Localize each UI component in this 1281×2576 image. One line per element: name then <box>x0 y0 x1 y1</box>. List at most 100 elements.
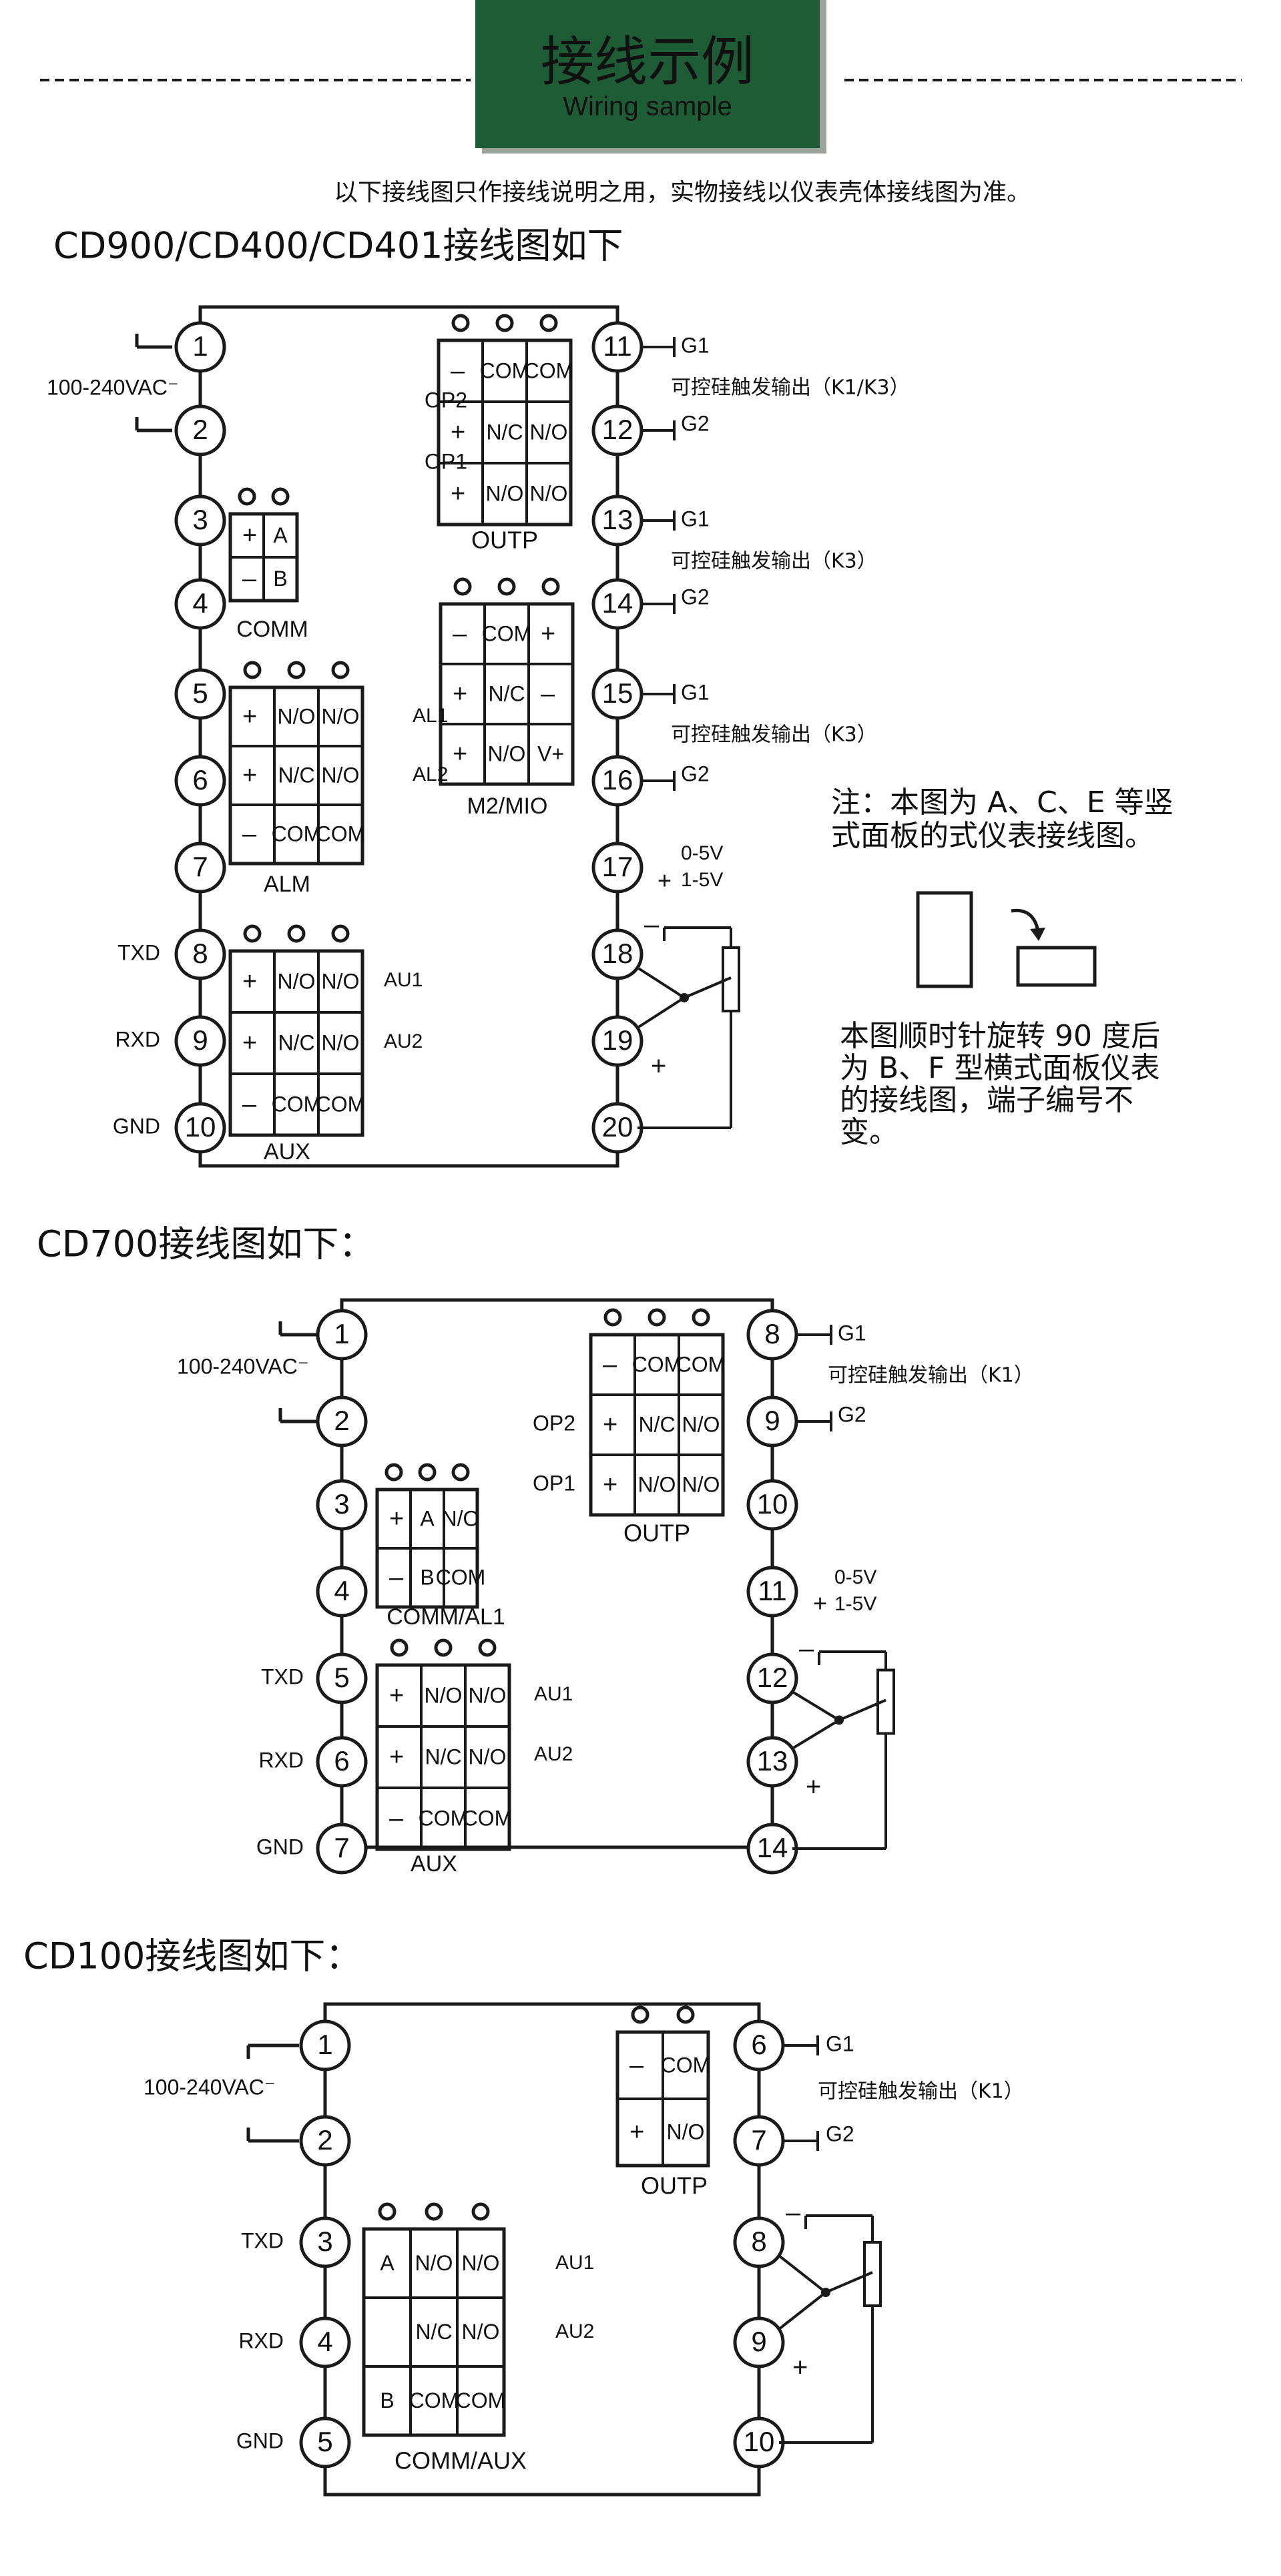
block-label-outp: OUTP <box>623 1520 690 1547</box>
terminal-number-1: 1 <box>334 1318 349 1349</box>
terminal-3 <box>174 495 226 547</box>
cell-label: COM <box>419 1806 469 1830</box>
terminal-19 <box>591 1015 644 1067</box>
sensor-plus-label: + <box>651 1052 666 1081</box>
terminal-18 <box>591 928 644 980</box>
terminal-number-17: 17 <box>602 851 633 882</box>
contact-dot <box>478 1638 497 1657</box>
cell-label: COM <box>272 1092 322 1116</box>
terminal-10 <box>746 1479 798 1531</box>
cell-label: + <box>389 1682 404 1710</box>
au1-label: AU1 <box>555 2252 594 2274</box>
terminal-number-14: 14 <box>602 587 633 619</box>
cell-label: + <box>603 1411 617 1439</box>
terminal-8 <box>733 2216 785 2268</box>
terminal-4 <box>299 2316 351 2368</box>
cell-label: + <box>451 418 465 446</box>
block-label-outp: OUTP <box>641 2172 708 2200</box>
cell-label: COM <box>316 1092 366 1116</box>
note-line-2: 式面板的式仪表接线图。 <box>831 819 1154 853</box>
g2-label: G2 <box>681 411 710 435</box>
rotate-arrow-head-icon <box>1030 928 1045 941</box>
op1-label: OP1 <box>533 1471 575 1495</box>
cell-label: N/C <box>278 763 314 787</box>
contact-dot <box>331 924 350 943</box>
terminal-number-9: 9 <box>192 1024 208 1056</box>
rotate-note-line-1: 本图顺时针旋转 90 度后 <box>840 1019 1160 1053</box>
terminal-number-12: 12 <box>602 414 633 445</box>
terminal-12 <box>746 1652 798 1704</box>
terminal-number-13: 13 <box>602 504 633 535</box>
signal-rxd: RXD <box>258 1748 304 1772</box>
op2-label: OP2 <box>533 1411 575 1435</box>
terminal-number-3: 3 <box>334 1488 349 1520</box>
terminal-number-5: 5 <box>192 677 208 709</box>
contact-dot <box>287 924 306 943</box>
rotate-note-line-3: 的接线图，端子编号不 <box>840 1083 1133 1117</box>
block-label-aux: AUX <box>411 1851 457 1877</box>
cell-label: N/O <box>415 2251 453 2275</box>
terminal-number-8: 8 <box>192 938 208 969</box>
terminal-number-4: 4 <box>334 1575 349 1606</box>
title-banner <box>475 0 820 148</box>
terminal-8 <box>746 1309 798 1361</box>
sensor-wire <box>791 1718 840 1750</box>
terminal-number-6: 6 <box>192 764 208 795</box>
contact-dot <box>425 2202 443 2221</box>
terminal-number-2: 2 <box>192 414 208 445</box>
terminal-number-4: 4 <box>317 2326 332 2357</box>
analog-range-b: 1-5V <box>681 869 723 891</box>
block-label-comm-aux: COMM/AUX <box>395 2447 527 2475</box>
terminal-8 <box>174 928 226 980</box>
terminal-5 <box>299 2417 351 2469</box>
cell-label: N/O <box>682 1472 720 1496</box>
contact-dot <box>243 924 262 943</box>
note-line-1: 注：本图为 A、C、E 等竖 <box>831 785 1174 820</box>
terminal-17 <box>591 842 644 894</box>
cell-label: COM <box>480 358 530 382</box>
cell-label: COM <box>436 1565 486 1589</box>
terminal-number-14: 14 <box>757 1832 788 1863</box>
cell-label: N/C <box>425 1744 461 1768</box>
terminal-number-19: 19 <box>602 1024 633 1056</box>
terminal-number-8: 8 <box>751 2226 766 2257</box>
contact-dot <box>631 2005 650 2024</box>
cell-label: + <box>603 1471 617 1499</box>
cell-label: – <box>453 620 467 648</box>
terminal-number-4: 4 <box>192 587 208 619</box>
sensor-minus-label: – <box>644 910 660 940</box>
cell-label: COM <box>463 1806 513 1830</box>
cell-label: COM <box>482 621 532 645</box>
terminal-2 <box>174 404 226 456</box>
cell-label: + <box>453 680 467 708</box>
cell-label: N/C <box>638 1412 675 1436</box>
terminal-1 <box>316 1309 368 1361</box>
cell-label: + <box>541 620 555 648</box>
al1-label: AL1 <box>413 705 448 727</box>
cell-label: N/O <box>638 1472 676 1496</box>
section-title-cd700: CD700接线图如下： <box>37 1223 374 1265</box>
contact-dot <box>497 577 516 596</box>
banner-title: 接线示例 <box>541 31 754 93</box>
cell-label: COM <box>524 358 574 382</box>
cell-label: A <box>273 523 288 547</box>
cell-label: COM <box>272 822 322 846</box>
thyristor-output-desc: 可控硅触发输出（K1/K3） <box>671 376 910 400</box>
cell-label: COM <box>632 1352 682 1376</box>
block-frame <box>439 602 575 786</box>
block-frame <box>437 338 573 527</box>
cell-label: N/O <box>488 741 526 765</box>
cell-label: – <box>451 357 465 385</box>
terminal-3 <box>299 2216 351 2268</box>
cell-label: A <box>420 1506 435 1530</box>
cell-label: + <box>451 480 465 508</box>
cell-label: – <box>603 1351 617 1379</box>
terminal-number-10: 10 <box>185 1111 216 1143</box>
cell-label: B <box>273 567 287 591</box>
cell-label: N/O <box>682 1412 720 1436</box>
